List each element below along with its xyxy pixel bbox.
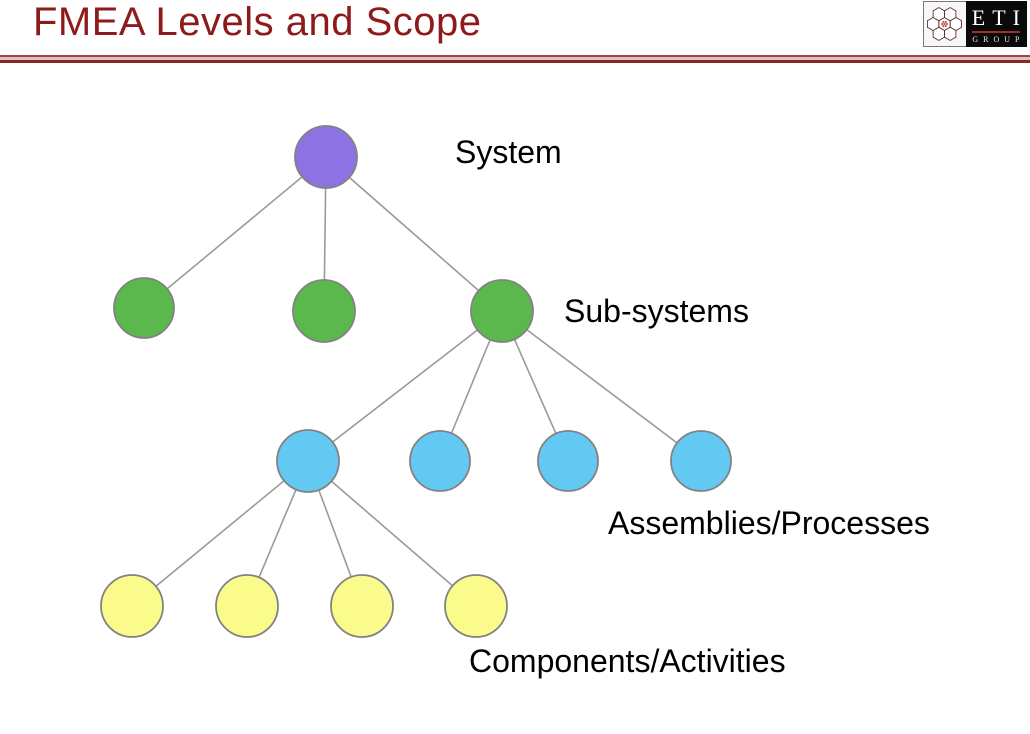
edge-system-1-to-subsystem-3 [325, 156, 503, 312]
label-sub-systems: Sub-systems [564, 293, 749, 329]
flower-petal [942, 20, 945, 23]
edge-subsystem-3-to-assembly-4 [501, 310, 702, 462]
node-system-1 [294, 125, 358, 189]
logo-red-rule [972, 30, 1021, 33]
title-divider [0, 55, 1030, 63]
flower-petal [945, 25, 948, 28]
flower-petal [945, 20, 948, 23]
label-assemblies-processes: Assemblies/Processes [608, 505, 930, 541]
divider-stripe-middle [0, 57, 1030, 60]
flower-petal [946, 22, 949, 26]
edge-system-1-to-subsystem-1 [143, 156, 327, 309]
label-system: System [455, 134, 562, 170]
logo-group-text: GROUP [972, 34, 1025, 44]
divider-stripe-bottom [0, 60, 1030, 63]
node-subsystem-1 [113, 277, 175, 339]
edge-assembly-1-to-component-1 [131, 460, 309, 607]
divider-stripe-top [0, 55, 1030, 57]
flower-petal [942, 25, 945, 28]
logo-eti-text: ETI [971, 4, 1027, 30]
hexagon-cell [933, 7, 946, 22]
node-assembly-2 [409, 430, 471, 492]
node-subsystem-3 [470, 279, 534, 343]
logo-hexagon-panel [923, 1, 966, 47]
hexagon-cell [933, 26, 946, 41]
node-component-1 [100, 574, 164, 638]
label-components-activities: Components/Activities [469, 643, 786, 679]
node-component-4 [444, 574, 508, 638]
edge-subsystem-3-to-assembly-1 [307, 310, 503, 462]
node-assembly-3 [537, 430, 599, 492]
honeycomb-icon [927, 7, 963, 41]
slide-title: FMEA Levels and Scope [33, 0, 482, 44]
node-assembly-4 [670, 430, 732, 492]
flower-petal [941, 22, 944, 26]
node-component-3 [330, 574, 394, 638]
logo-text-panel: ETI GROUP [965, 1, 1027, 47]
node-subsystem-2 [292, 279, 356, 343]
flower-center [943, 22, 946, 26]
node-component-2 [215, 574, 279, 638]
edge-assembly-1-to-component-4 [307, 460, 477, 607]
eti-group-logo: ETI GROUP [923, 1, 1027, 47]
node-assembly-1 [276, 429, 340, 493]
